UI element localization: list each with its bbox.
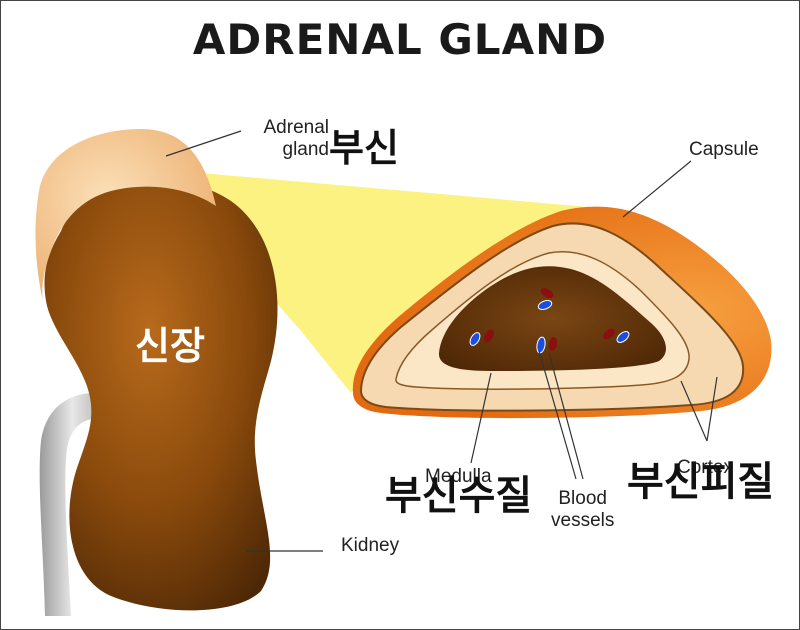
cortex-korean-label: 부신피질 xyxy=(627,459,775,505)
medulla-label: Medulla xyxy=(425,466,492,487)
adrenal-gland-korean-label: 부신 xyxy=(329,126,399,170)
blood-vessels-label-line1: Blood xyxy=(558,488,607,509)
medulla-korean-label: 부신수질 xyxy=(385,473,533,519)
page-title: ADRENAL GLAND xyxy=(192,15,608,64)
kidney-shape xyxy=(44,179,278,611)
blood-vessels-label: Blood vessels xyxy=(551,488,614,532)
leader-lines xyxy=(165,130,718,552)
adrenal-gland-label: Adrenal gland xyxy=(245,117,330,161)
medulla-shape xyxy=(438,266,666,371)
adrenal-gland-shape xyxy=(35,129,216,301)
zoom-projection xyxy=(201,173,611,393)
capsule-label: Capsule xyxy=(689,139,759,160)
kidney-label: Kidney xyxy=(341,535,400,556)
adrenal-gland-label-line2: gland xyxy=(282,139,330,160)
blood-vessels-label-line2: vessels xyxy=(551,510,615,531)
cortex-label: Cortex xyxy=(677,457,733,478)
ureter xyxy=(39,392,105,616)
adrenal-gland-label-line1: Adrenal xyxy=(263,117,330,138)
kidney-korean-label: 신장 xyxy=(135,324,205,368)
